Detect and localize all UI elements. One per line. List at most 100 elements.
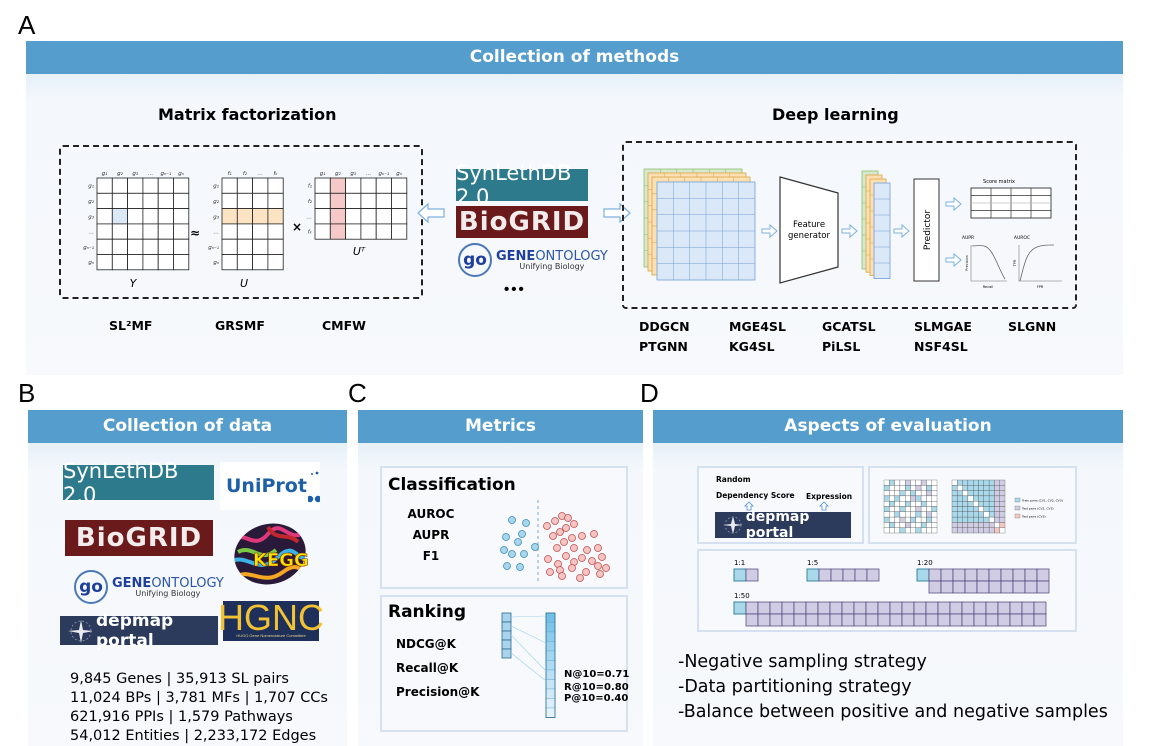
partition-cell xyxy=(988,527,995,534)
ranked-item xyxy=(545,650,556,661)
rank-link xyxy=(510,634,547,672)
matrix-cell xyxy=(142,238,159,255)
negative-sample xyxy=(961,601,975,615)
matrix-ut-label: Uᵀ xyxy=(353,245,366,258)
partition-cell xyxy=(957,516,963,523)
negative-point xyxy=(594,562,602,570)
partition-cell xyxy=(999,527,1006,534)
ratio-label: 1:20 xyxy=(917,559,933,567)
matrix-factorization-title: Matrix factorization xyxy=(158,105,337,124)
negative-point xyxy=(546,568,554,576)
partition-cell xyxy=(973,490,979,497)
partition-cell xyxy=(988,511,995,518)
partition-grid-cv1 xyxy=(883,479,938,534)
precision-axis-label: Precision xyxy=(965,255,969,271)
matrix-cell xyxy=(236,177,254,194)
partition-cell xyxy=(967,501,974,507)
dependency-score-label: Dependency Score xyxy=(716,491,795,500)
partition-cell xyxy=(910,527,916,534)
negative-sample xyxy=(940,568,954,582)
partition-cell xyxy=(931,522,938,528)
negative-sample xyxy=(745,601,759,615)
ranking-diagram xyxy=(501,612,556,718)
negative-sample xyxy=(805,613,819,627)
partition-cell xyxy=(889,527,895,534)
precision-value: P@10=0.40 xyxy=(564,693,629,704)
partition-cell xyxy=(973,516,979,523)
partition-cell xyxy=(905,511,911,518)
legend-train: Train pairs (CV1, CV2, CV3) xyxy=(1021,499,1063,503)
matrix-col-label: … xyxy=(148,171,154,177)
negative-point xyxy=(602,564,610,572)
partition-cell xyxy=(883,527,890,534)
partition-cell xyxy=(983,511,990,518)
partition-cell xyxy=(994,506,1000,512)
negative-sample xyxy=(817,601,831,615)
negative-sample xyxy=(769,613,783,627)
matrix-cell xyxy=(375,192,392,209)
panel-a-letter: A xyxy=(18,10,36,40)
negative-sample xyxy=(1024,580,1038,594)
partition-cell xyxy=(915,485,922,491)
matrix-cell xyxy=(157,192,174,209)
matrix-cell xyxy=(252,254,269,271)
matrix-row-label: fₖ xyxy=(308,230,313,236)
negative-sample xyxy=(988,580,1002,594)
partition-cell xyxy=(988,506,995,512)
ranking-box: Ranking NDCG@K Recall@K Precision@K N@10… xyxy=(380,595,629,732)
depmap-label: depmap portal xyxy=(745,509,810,541)
negative-sample xyxy=(964,580,978,594)
arrow-up-icon xyxy=(744,501,754,511)
positive-point xyxy=(508,516,516,524)
negative-sample xyxy=(817,613,831,627)
matrix-cell xyxy=(252,177,269,194)
arrow-left-icon xyxy=(417,202,445,224)
partition-cell xyxy=(910,495,916,502)
feature-generator-shape xyxy=(779,176,839,284)
matrix-col-label: gₙ₋₁ xyxy=(378,171,389,177)
partition-cell xyxy=(889,495,895,502)
negative-sample xyxy=(781,613,795,627)
negative-sample xyxy=(988,568,1002,582)
roc-curve xyxy=(1019,244,1055,282)
matrix-cell xyxy=(142,208,159,225)
partition-cell xyxy=(973,501,979,507)
partition-cell xyxy=(894,485,901,491)
matrix-cell xyxy=(329,223,346,240)
partition-cell xyxy=(894,501,901,507)
partition-cell xyxy=(899,485,906,491)
negative-point xyxy=(560,538,568,546)
negative-sample xyxy=(913,613,927,627)
negative-sample xyxy=(1012,568,1026,582)
negative-sample xyxy=(877,601,891,615)
matrix-col-label: gₙ xyxy=(178,171,184,177)
partition-cell xyxy=(883,511,890,518)
partition-cell xyxy=(978,522,984,528)
negative-sample xyxy=(793,601,807,615)
matrix-cell xyxy=(267,223,284,240)
matrix-cell xyxy=(329,177,346,194)
method-cmfw: CMFW xyxy=(322,318,366,333)
partition-cell xyxy=(905,495,911,502)
partition-cell xyxy=(983,495,990,502)
positive-point xyxy=(514,538,522,546)
recall-value: R@10=0.80 xyxy=(564,682,629,693)
negative-sample xyxy=(1000,568,1014,582)
partition-cell xyxy=(883,495,890,502)
stat-line: 9,845 Genes | 35,913 SL pairs xyxy=(70,671,289,687)
partition-cell xyxy=(973,479,979,486)
matrix-cell xyxy=(360,208,377,225)
partition-cell xyxy=(978,490,984,497)
negative-sample xyxy=(841,613,855,627)
partition-cell xyxy=(994,485,1000,491)
uniprot-logo: UniProt xyxy=(220,462,320,510)
partition-cell xyxy=(894,506,901,512)
partition-cell xyxy=(894,511,901,518)
matrix-col-label: g₂ xyxy=(335,171,341,177)
ratio-box: 1:1 1:5 1:20 1:50 xyxy=(697,549,1077,632)
matrix-row-label: gₙ₋₁ xyxy=(83,245,94,251)
partition-cell xyxy=(999,485,1006,491)
stat-line: 621,916 PPIs | 1,579 Pathways xyxy=(70,709,293,725)
partition-cell xyxy=(978,479,984,486)
